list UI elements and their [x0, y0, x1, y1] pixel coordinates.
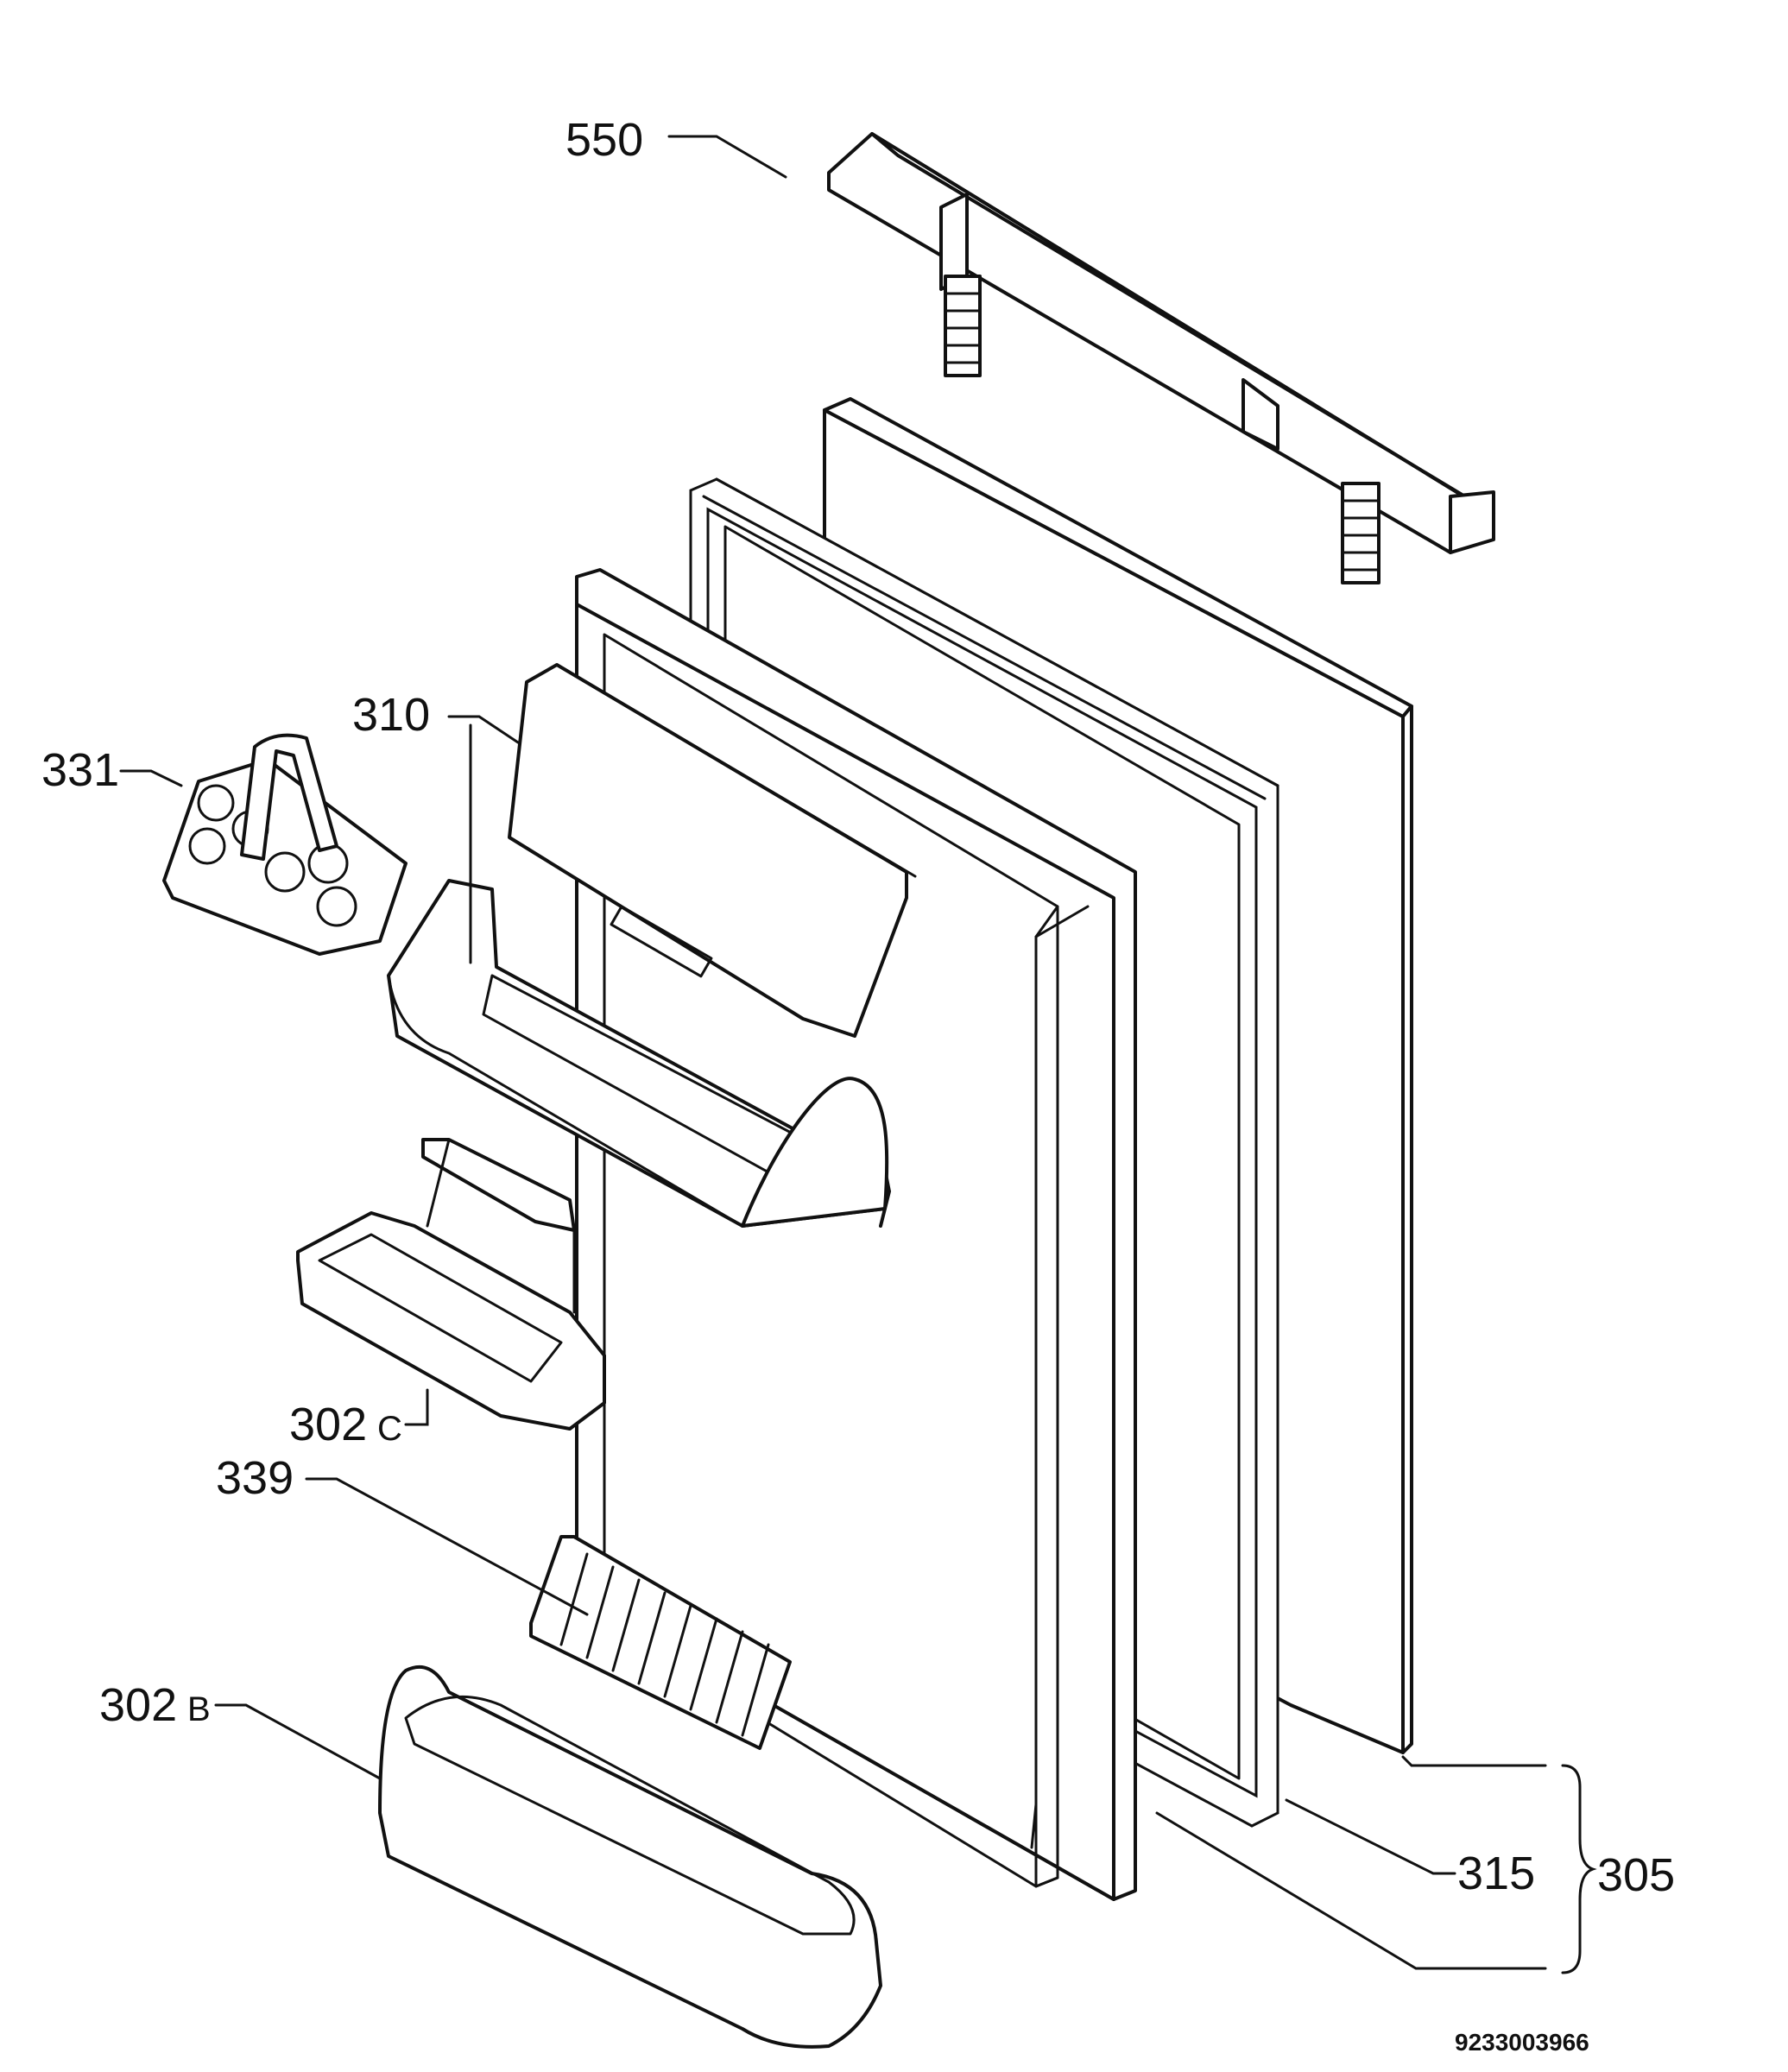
callout-302b: 302 [99, 1679, 177, 1731]
callout-310: 310 [352, 689, 430, 741]
callout-550: 550 [565, 114, 643, 166]
upper-door-shelf [387, 879, 891, 1228]
flap-cover [508, 663, 917, 1038]
callout-305: 305 [1597, 1849, 1675, 1901]
top-hinge-bar [827, 132, 1495, 584]
egg-tray [162, 733, 408, 956]
callout-302c-suffix: C [377, 1410, 402, 1448]
small-door-shelf [296, 1138, 606, 1431]
leader-lines [119, 135, 1597, 1974]
callout-302b-suffix: B [187, 1690, 211, 1728]
bottom-door-shelf [378, 1665, 882, 2049]
callout-339: 339 [216, 1452, 294, 1504]
callout-315: 315 [1457, 1848, 1535, 1899]
callout-331: 331 [41, 744, 119, 796]
document-number: 9233003966 [1455, 2029, 1589, 2056]
callout-302c: 302 [289, 1399, 367, 1450]
bottle-retainer [529, 1535, 792, 1750]
